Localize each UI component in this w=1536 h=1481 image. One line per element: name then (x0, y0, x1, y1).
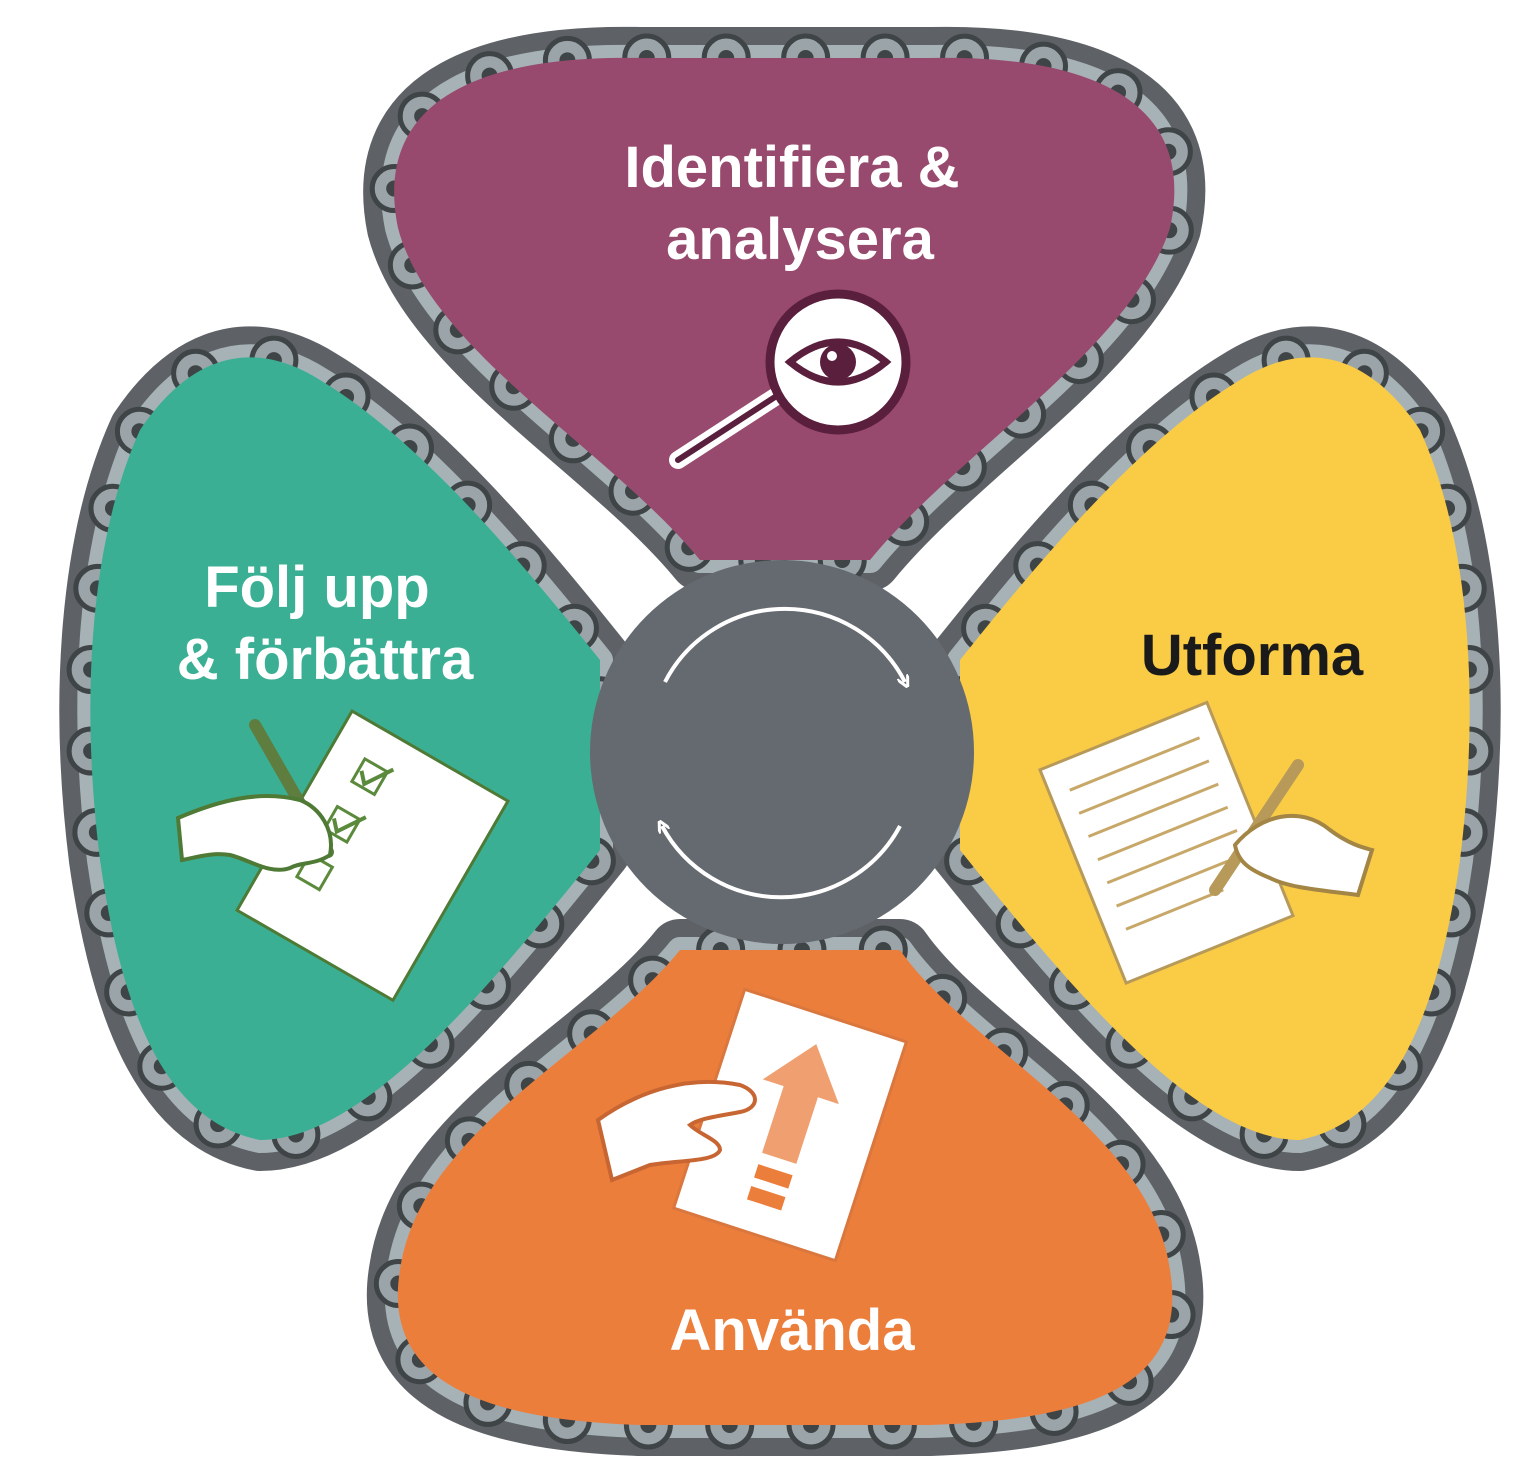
label-follow-up: Följ upp & förbättra (177, 555, 474, 692)
hand-writing-document-icon (1038, 700, 1375, 986)
hand-holding-sheet-arrow-icon (595, 987, 909, 1263)
label-use: Använda (670, 1298, 916, 1363)
petal-identify (394, 57, 1175, 560)
label-design: Utforma (1141, 623, 1364, 688)
petal-labels: Identifiera & analysera Utforma Använda … (177, 135, 1364, 1363)
label-identify: Identifiera & analysera (624, 135, 975, 272)
hand-checklist-icon (175, 709, 510, 1003)
hub-circle (590, 560, 974, 944)
magnifier-eye-icon (669, 289, 911, 469)
cycle-arrows-icon (662, 606, 905, 900)
